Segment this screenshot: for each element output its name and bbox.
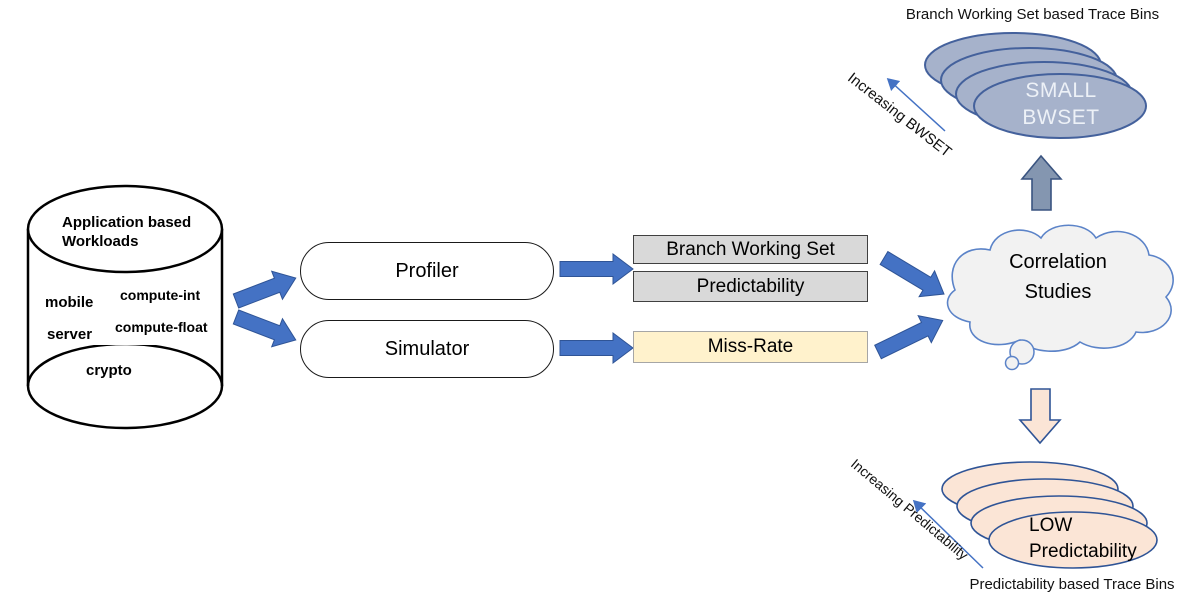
workloads-title-line2: Workloads [62, 233, 139, 250]
miss-rate-label: Miss-Rate [707, 336, 794, 357]
workload-compute-float: compute-float [115, 319, 208, 335]
bwset-trace-bins-stack [924, 32, 1147, 139]
arrow-cylinder-to-profiler [232, 270, 297, 309]
workload-crypto: crypto [86, 362, 132, 379]
predictability-label: Predictability [696, 275, 805, 297]
arrow-cloud-to-bwset-bins [1020, 154, 1063, 211]
arrow-metrics-to-cloud [879, 250, 945, 298]
predictability-front-line2: Predictability [1029, 541, 1137, 562]
cloud-line2: Studies [1024, 281, 1092, 303]
increasing-predictability-arrow [912, 499, 984, 569]
cloud-line1: Correlation [1009, 251, 1107, 273]
workloads-title: Application based Workloads [62, 213, 202, 251]
predictability-bins-title: Predictability based Trace Bins [969, 576, 1175, 593]
arrow-profiler-to-metrics [559, 253, 634, 285]
workload-server: server [47, 326, 93, 343]
correlation-cloud [946, 224, 1174, 371]
predictability-trace-bins-stack [941, 461, 1158, 569]
simulator-label: Simulator [384, 337, 470, 360]
workloads-title-line1: Application based [62, 214, 192, 231]
increasing-bwset-arrow [886, 77, 946, 132]
branch-working-set-box: Branch Working Set [633, 235, 868, 264]
bwset-front-bin-label: SMALL BWSET [975, 77, 1147, 131]
bwset-front-line1: SMALL [1025, 79, 1097, 102]
miss-rate-box: Miss-Rate [633, 331, 868, 363]
arrow-cylinder-to-simulator [232, 309, 297, 348]
predictability-front-bin-label: LOW Predictability [1029, 513, 1159, 565]
profiler-node: Profiler [300, 242, 554, 300]
predictability-front-line1: LOW [1029, 515, 1073, 536]
bwset-bins-title: Branch Working Set based Trace Bins [905, 6, 1160, 23]
branch-working-set-label: Branch Working Set [666, 238, 835, 260]
workloads-cylinder [26, 184, 224, 430]
workload-compute-int: compute-int [120, 287, 201, 303]
bwset-front-line2: BWSET [1022, 106, 1100, 129]
correlation-studies-label: Correlation Studies [988, 247, 1128, 307]
arrow-missrate-to-cloud [874, 315, 944, 360]
predictability-box: Predictability [633, 271, 868, 302]
simulator-node: Simulator [300, 320, 554, 378]
profiler-label: Profiler [395, 259, 459, 282]
arrow-cloud-to-predictability-bins [1018, 388, 1062, 445]
arrow-simulator-to-missrate [559, 332, 634, 364]
workload-mobile: mobile [45, 294, 94, 311]
